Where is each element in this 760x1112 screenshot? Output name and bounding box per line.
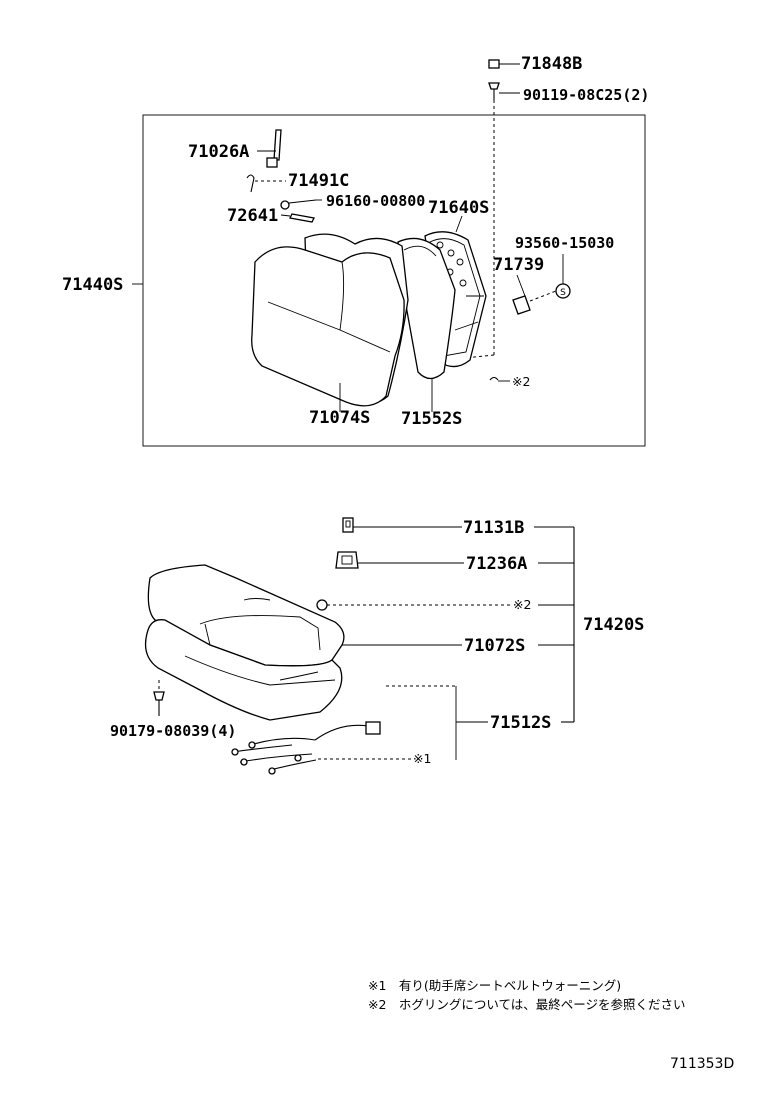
label-71491C: 71491C xyxy=(288,171,349,191)
seat-cushion-assembly-group xyxy=(144,517,575,775)
footnote-1: ※1 有り(助手席シートベルトウォーニング) xyxy=(368,978,621,993)
label-71552S: 71552S xyxy=(401,409,462,429)
clip-71491C-icon xyxy=(246,174,286,193)
label-71074S: 71074S xyxy=(309,408,370,428)
screw-96160-icon xyxy=(280,199,322,210)
seat-back-cover-71074S-icon xyxy=(251,246,405,412)
label-71072S: 71072S xyxy=(464,636,525,656)
seat-back-assembly-frame xyxy=(142,114,646,447)
label-71131B: 71131B xyxy=(463,518,524,538)
seat-back-pad-71552S-icon xyxy=(397,237,456,412)
label-71512S: 71512S xyxy=(490,713,551,733)
grommet-71739-icon xyxy=(512,274,531,315)
label-71739: 71739 xyxy=(493,255,544,275)
label-72641: 72641 xyxy=(227,206,278,226)
seat-back-assembly-group: S xyxy=(132,59,646,447)
footnotes: ※1 有り(助手席シートベルトウォーニング) ※2 ホグリングについては、最終ペ… xyxy=(368,978,686,1012)
seat-cushion-pad-71512S-icon xyxy=(144,619,488,760)
label-71026A: 71026A xyxy=(188,142,249,162)
label-71640S: 71640S xyxy=(428,198,489,218)
label-mark1: ※1 xyxy=(413,751,431,766)
bracket-71420S xyxy=(534,526,575,723)
clip-71131B-icon xyxy=(342,517,462,533)
label-90119: 90119-08C25(2) xyxy=(523,86,649,104)
svg-text:S: S xyxy=(560,288,566,298)
label-93560: 93560-15030 xyxy=(515,234,614,252)
label-mark2-upper: ※2 xyxy=(512,374,530,389)
label-mark2-lower: ※2 xyxy=(513,597,531,612)
hog-ring-mark-lower-icon xyxy=(316,599,512,611)
bolt-90179-icon xyxy=(153,680,165,716)
label-90179: 90179-08039(4) xyxy=(110,722,236,740)
cap-71848B-icon xyxy=(488,59,520,69)
washer-72641-icon xyxy=(280,213,315,223)
footnote-2: ※2 ホグリングについては、最終ページを参照ください xyxy=(368,997,686,1012)
bushing-71236A-icon xyxy=(335,551,464,569)
label-71236A: 71236A xyxy=(466,554,527,574)
headrest-support-71026A-icon xyxy=(257,129,282,168)
label-71848B: 71848B xyxy=(521,54,582,74)
label-96160: 96160-00800 xyxy=(326,192,425,210)
label-71440S: 71440S xyxy=(62,275,123,295)
label-71420S: 71420S xyxy=(583,615,644,635)
part-labels: 71848B 90119-08C25(2) 71026A 71491C 9616… xyxy=(62,54,649,766)
drawing-number: 711353D xyxy=(670,1056,734,1072)
s-mark-93560-icon: S xyxy=(529,254,571,302)
seatbelt-warning-harness-icon xyxy=(231,721,412,775)
hog-ring-mark-upper-icon xyxy=(489,376,510,382)
bolt-90119-icon xyxy=(488,82,520,100)
